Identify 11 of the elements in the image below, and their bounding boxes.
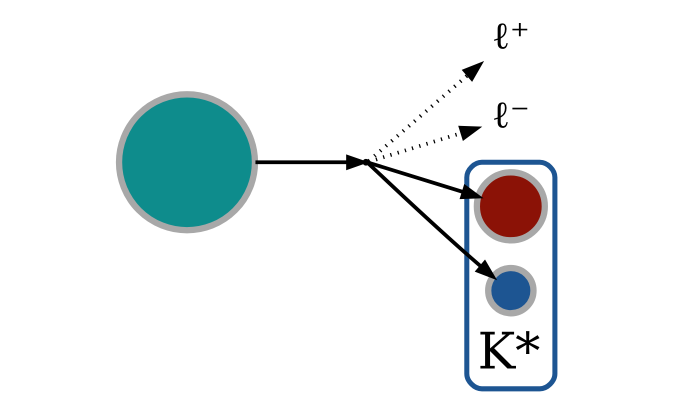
node-point xyxy=(362,158,370,166)
node-text: ℓ⁺ xyxy=(492,13,530,58)
cluster: K* xyxy=(464,160,558,392)
arrow xyxy=(368,61,484,162)
arrow xyxy=(367,162,498,280)
node-circle xyxy=(474,169,548,244)
node-circle xyxy=(485,264,537,316)
node-circle xyxy=(116,91,258,234)
node-text: ℓ⁻ xyxy=(492,92,530,137)
arrow xyxy=(368,160,484,200)
arrow xyxy=(368,126,482,164)
